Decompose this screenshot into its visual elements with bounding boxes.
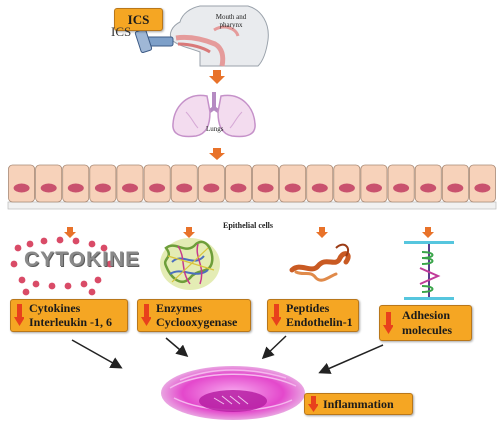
epithelial-layer bbox=[7, 164, 497, 210]
epithelial-cell bbox=[62, 164, 90, 203]
ics-side-label: ICS bbox=[111, 24, 132, 39]
cytokine-dot bbox=[40, 237, 48, 245]
epithelial-cells-label: Epithelial cells bbox=[223, 221, 273, 230]
down-arrow-icon bbox=[141, 304, 151, 326]
epithelial-cell bbox=[143, 164, 171, 203]
cytokine-dot bbox=[14, 244, 22, 252]
adhesion-line2: molecules bbox=[402, 323, 452, 337]
down-arrow-icon bbox=[271, 304, 281, 326]
cell-nucleus bbox=[311, 183, 328, 193]
ics-box: ICS bbox=[114, 8, 163, 31]
cytokine-particles bbox=[10, 236, 114, 296]
epithelial-cell bbox=[360, 164, 388, 203]
cell-nucleus bbox=[176, 183, 193, 193]
cytokine-dot bbox=[48, 282, 56, 290]
epithelial-cell bbox=[414, 164, 442, 203]
cell-nucleus bbox=[230, 183, 247, 193]
cytokine-dot bbox=[32, 280, 40, 288]
enzymes-box: Enzymes Cyclooxygenase bbox=[137, 299, 251, 332]
epithelial-cell bbox=[252, 164, 280, 203]
cytokine-dot bbox=[56, 236, 64, 244]
peptide-structure-icon bbox=[289, 243, 351, 282]
cytokines-line1: Cytokines bbox=[29, 301, 81, 315]
cell-nucleus bbox=[447, 183, 464, 193]
enzyme-structure-icon bbox=[160, 238, 220, 290]
epithelial-cell bbox=[387, 164, 415, 203]
epithelial-cell bbox=[8, 164, 36, 203]
head-illustration bbox=[169, 5, 269, 67]
epithelial-cell bbox=[35, 164, 63, 203]
cytokine-dot bbox=[18, 276, 26, 284]
adhesion-box: Adhesion molecules bbox=[379, 305, 472, 341]
inflammation-illustration bbox=[161, 366, 305, 420]
cytokine-dot bbox=[88, 288, 96, 296]
cytokine-dot bbox=[80, 280, 88, 288]
arrow-to-adhesion bbox=[422, 227, 434, 238]
cytokine-dot bbox=[10, 260, 18, 268]
epithelial-cell bbox=[224, 164, 252, 203]
arrow-lungs-to-epithelium bbox=[209, 148, 225, 160]
arrow-peptides-to-inflammation bbox=[261, 335, 287, 360]
cytokines-line2: Interleukin -1, 6 bbox=[29, 315, 113, 329]
epithelial-cell bbox=[170, 164, 198, 203]
cytokine-dot bbox=[26, 240, 34, 248]
cell-nucleus bbox=[338, 183, 355, 193]
epithelial-cell bbox=[306, 164, 334, 203]
cell-nucleus bbox=[40, 183, 57, 193]
cytokine-dot bbox=[100, 244, 108, 252]
cytokine-dot bbox=[22, 288, 30, 296]
arrow-cytokines-to-inflammation bbox=[71, 339, 123, 369]
arrow-adhesion-to-inflammation bbox=[318, 344, 384, 374]
lungs-label: Lungs bbox=[206, 125, 224, 133]
cell-nucleus bbox=[420, 183, 437, 193]
cell-nucleus bbox=[94, 183, 111, 193]
epithelial-cell bbox=[279, 164, 307, 203]
adhesion-molecule-icon bbox=[404, 241, 454, 300]
inflammation-label: Inflammation bbox=[323, 397, 394, 411]
cytokine-dot bbox=[88, 240, 96, 248]
cell-nucleus bbox=[13, 183, 30, 193]
cytokine-dot bbox=[106, 260, 114, 268]
arrow-mouth-to-lungs bbox=[209, 70, 225, 84]
arrow-to-cytokines bbox=[64, 227, 76, 238]
cell-nucleus bbox=[67, 183, 84, 193]
arrow-to-enzymes bbox=[183, 227, 195, 238]
down-arrow-icon bbox=[14, 304, 24, 326]
inflammation-box: Inflammation bbox=[304, 393, 413, 415]
epithelial-cell bbox=[89, 164, 117, 203]
cytokine-dot bbox=[94, 276, 102, 284]
cytokines-box: Cytokines Interleukin -1, 6 bbox=[10, 299, 128, 332]
enzymes-line2: Cyclooxygenase bbox=[156, 315, 238, 329]
lungs-illustration bbox=[172, 92, 256, 138]
down-arrow-icon bbox=[308, 396, 318, 412]
cytokine-dot bbox=[64, 282, 72, 290]
arrow-to-peptides bbox=[316, 227, 328, 238]
epithelial-cell bbox=[468, 164, 496, 203]
cell-nucleus bbox=[474, 183, 491, 193]
cytokine-dot bbox=[72, 237, 80, 245]
epithelial-cell bbox=[441, 164, 469, 203]
mouth-pharynx-label: Mouth and pharynx bbox=[215, 13, 247, 29]
enzymes-line1: Enzymes bbox=[156, 301, 202, 315]
cell-nucleus bbox=[122, 183, 138, 193]
arrow-enzymes-to-inflammation bbox=[165, 337, 189, 357]
epithelial-cell bbox=[333, 164, 361, 203]
cell-nucleus bbox=[284, 183, 301, 193]
cell-nucleus bbox=[203, 183, 220, 193]
down-arrow-icon bbox=[383, 312, 393, 334]
epithelial-cell bbox=[116, 164, 144, 203]
cell-nucleus bbox=[393, 183, 410, 193]
cell-nucleus bbox=[149, 183, 166, 193]
peptides-line1: Peptides bbox=[286, 301, 330, 315]
ics-box-label: ICS bbox=[127, 12, 150, 27]
cell-nucleus bbox=[257, 183, 274, 193]
peptides-line2: Endothelin-1 bbox=[286, 315, 353, 329]
peptides-box: Peptides Endothelin-1 bbox=[267, 299, 359, 332]
cytokine-word-art: CYTOKINE bbox=[24, 248, 141, 271]
inhaler-icon bbox=[134, 28, 174, 53]
cell-nucleus bbox=[366, 183, 382, 193]
epithelial-cell bbox=[197, 164, 225, 203]
adhesion-line1: Adhesion bbox=[402, 308, 451, 322]
